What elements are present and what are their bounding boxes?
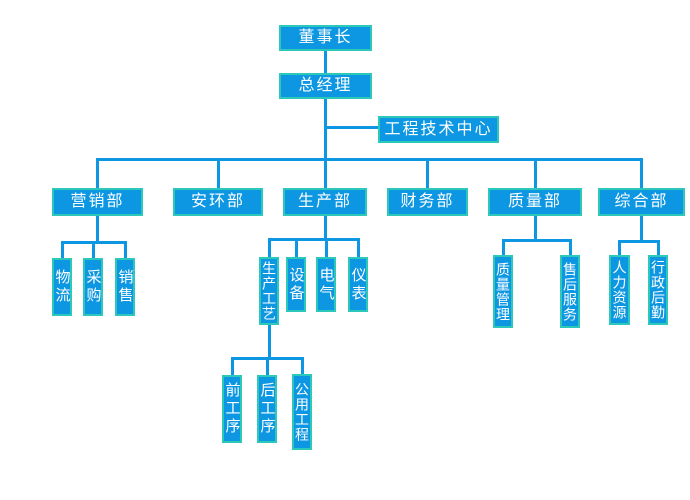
org-node-label: 营销部 (70, 193, 125, 210)
connector-line (265, 358, 269, 375)
org-node-label: 综合部 (614, 193, 669, 210)
org-node-label: 公用工程 (294, 382, 310, 442)
org-node-label: 质量部 (507, 193, 562, 210)
org-node-back-process: 后工序 (257, 375, 277, 443)
org-node-instrument: 仪表 (348, 257, 368, 312)
org-node-label: 质量管理 (495, 261, 511, 322)
org-node-human-resources: 人力资源 (609, 255, 630, 325)
org-node-general-affairs-dept: 综合部 (598, 188, 685, 216)
org-node-utility-engineering: 公用工程 (292, 374, 312, 450)
org-node-label: 设备 (287, 266, 305, 303)
org-node-label: 生产部 (297, 193, 352, 210)
org-node-engineering-tech-center: 工程技术中心 (378, 116, 499, 143)
connector-line (267, 237, 360, 241)
org-node-safety-env-dept: 安环部 (173, 188, 263, 216)
connector-line (91, 242, 95, 258)
org-node-equipment: 设备 (286, 257, 306, 312)
connector-line (568, 240, 572, 255)
connector-line (656, 241, 660, 255)
org-node-electrical: 电气 (316, 257, 336, 312)
org-node-marketing-dept: 营销部 (52, 188, 143, 216)
connector-line (426, 159, 429, 188)
org-node-label: 董事长 (298, 29, 353, 46)
connector-line (300, 358, 304, 374)
connector-line (533, 216, 537, 240)
org-node-label: 生产工艺 (261, 261, 277, 321)
org-node-label: 售后服务 (562, 261, 578, 322)
connector-line (323, 216, 327, 239)
connector-line (640, 216, 643, 241)
org-node-label: 采购 (84, 269, 102, 305)
org-node-finance-dept: 财务部 (387, 188, 468, 216)
org-node-logistics: 物流 (52, 258, 72, 316)
connector-line (618, 241, 621, 255)
connector-line (230, 358, 234, 375)
connector-line (96, 159, 99, 188)
org-node-front-process: 前工序 (222, 375, 242, 443)
connector-line (324, 99, 327, 159)
org-node-label: 工程技术中心 (384, 120, 493, 138)
org-node-production-dept: 生产部 (283, 188, 367, 216)
org-node-admin-logistics: 行政后勤 (648, 255, 668, 325)
org-node-label: 前工序 (223, 382, 241, 436)
org-node-after-sales-service: 售后服务 (560, 255, 580, 328)
org-node-label: 安环部 (190, 193, 245, 210)
connector-line (533, 159, 537, 188)
org-node-label: 电气 (317, 266, 335, 303)
org-node-label: 后工序 (258, 382, 276, 436)
connector-line (267, 325, 271, 358)
org-node-production-process: 生产工艺 (259, 257, 279, 325)
connector-line (618, 239, 660, 243)
connector-line (501, 238, 572, 242)
org-node-general-manager: 总经理 (279, 73, 372, 99)
org-node-label: 行政后勤 (650, 260, 666, 320)
org-node-label: 财务部 (400, 193, 455, 210)
org-node-quality-dept: 质量部 (488, 188, 582, 216)
org-node-label: 仪表 (349, 266, 367, 303)
org-node-chairman: 董事长 (279, 25, 372, 51)
org-node-label: 销售 (116, 269, 134, 305)
connector-line (324, 60, 327, 73)
org-node-sales: 销售 (115, 258, 135, 316)
connector-line (96, 216, 99, 242)
connector-line (60, 242, 64, 258)
org-node-label: 总经理 (298, 77, 353, 94)
connector-line (324, 125, 378, 129)
connector-line (324, 51, 327, 60)
org-node-procurement: 采购 (83, 258, 103, 316)
org-node-label: 物流 (53, 269, 71, 305)
connector-line (96, 157, 643, 161)
connector-line (267, 239, 271, 257)
connector-line (123, 242, 127, 258)
org-node-label: 人力资源 (611, 260, 628, 320)
connector-line (501, 240, 505, 255)
connector-line (216, 159, 220, 188)
org-node-quality-management: 质量管理 (493, 255, 513, 328)
connector-line (356, 239, 360, 257)
connector-line (324, 239, 328, 257)
connector-line (323, 159, 327, 188)
connector-line (640, 159, 643, 188)
connector-line (294, 239, 298, 257)
